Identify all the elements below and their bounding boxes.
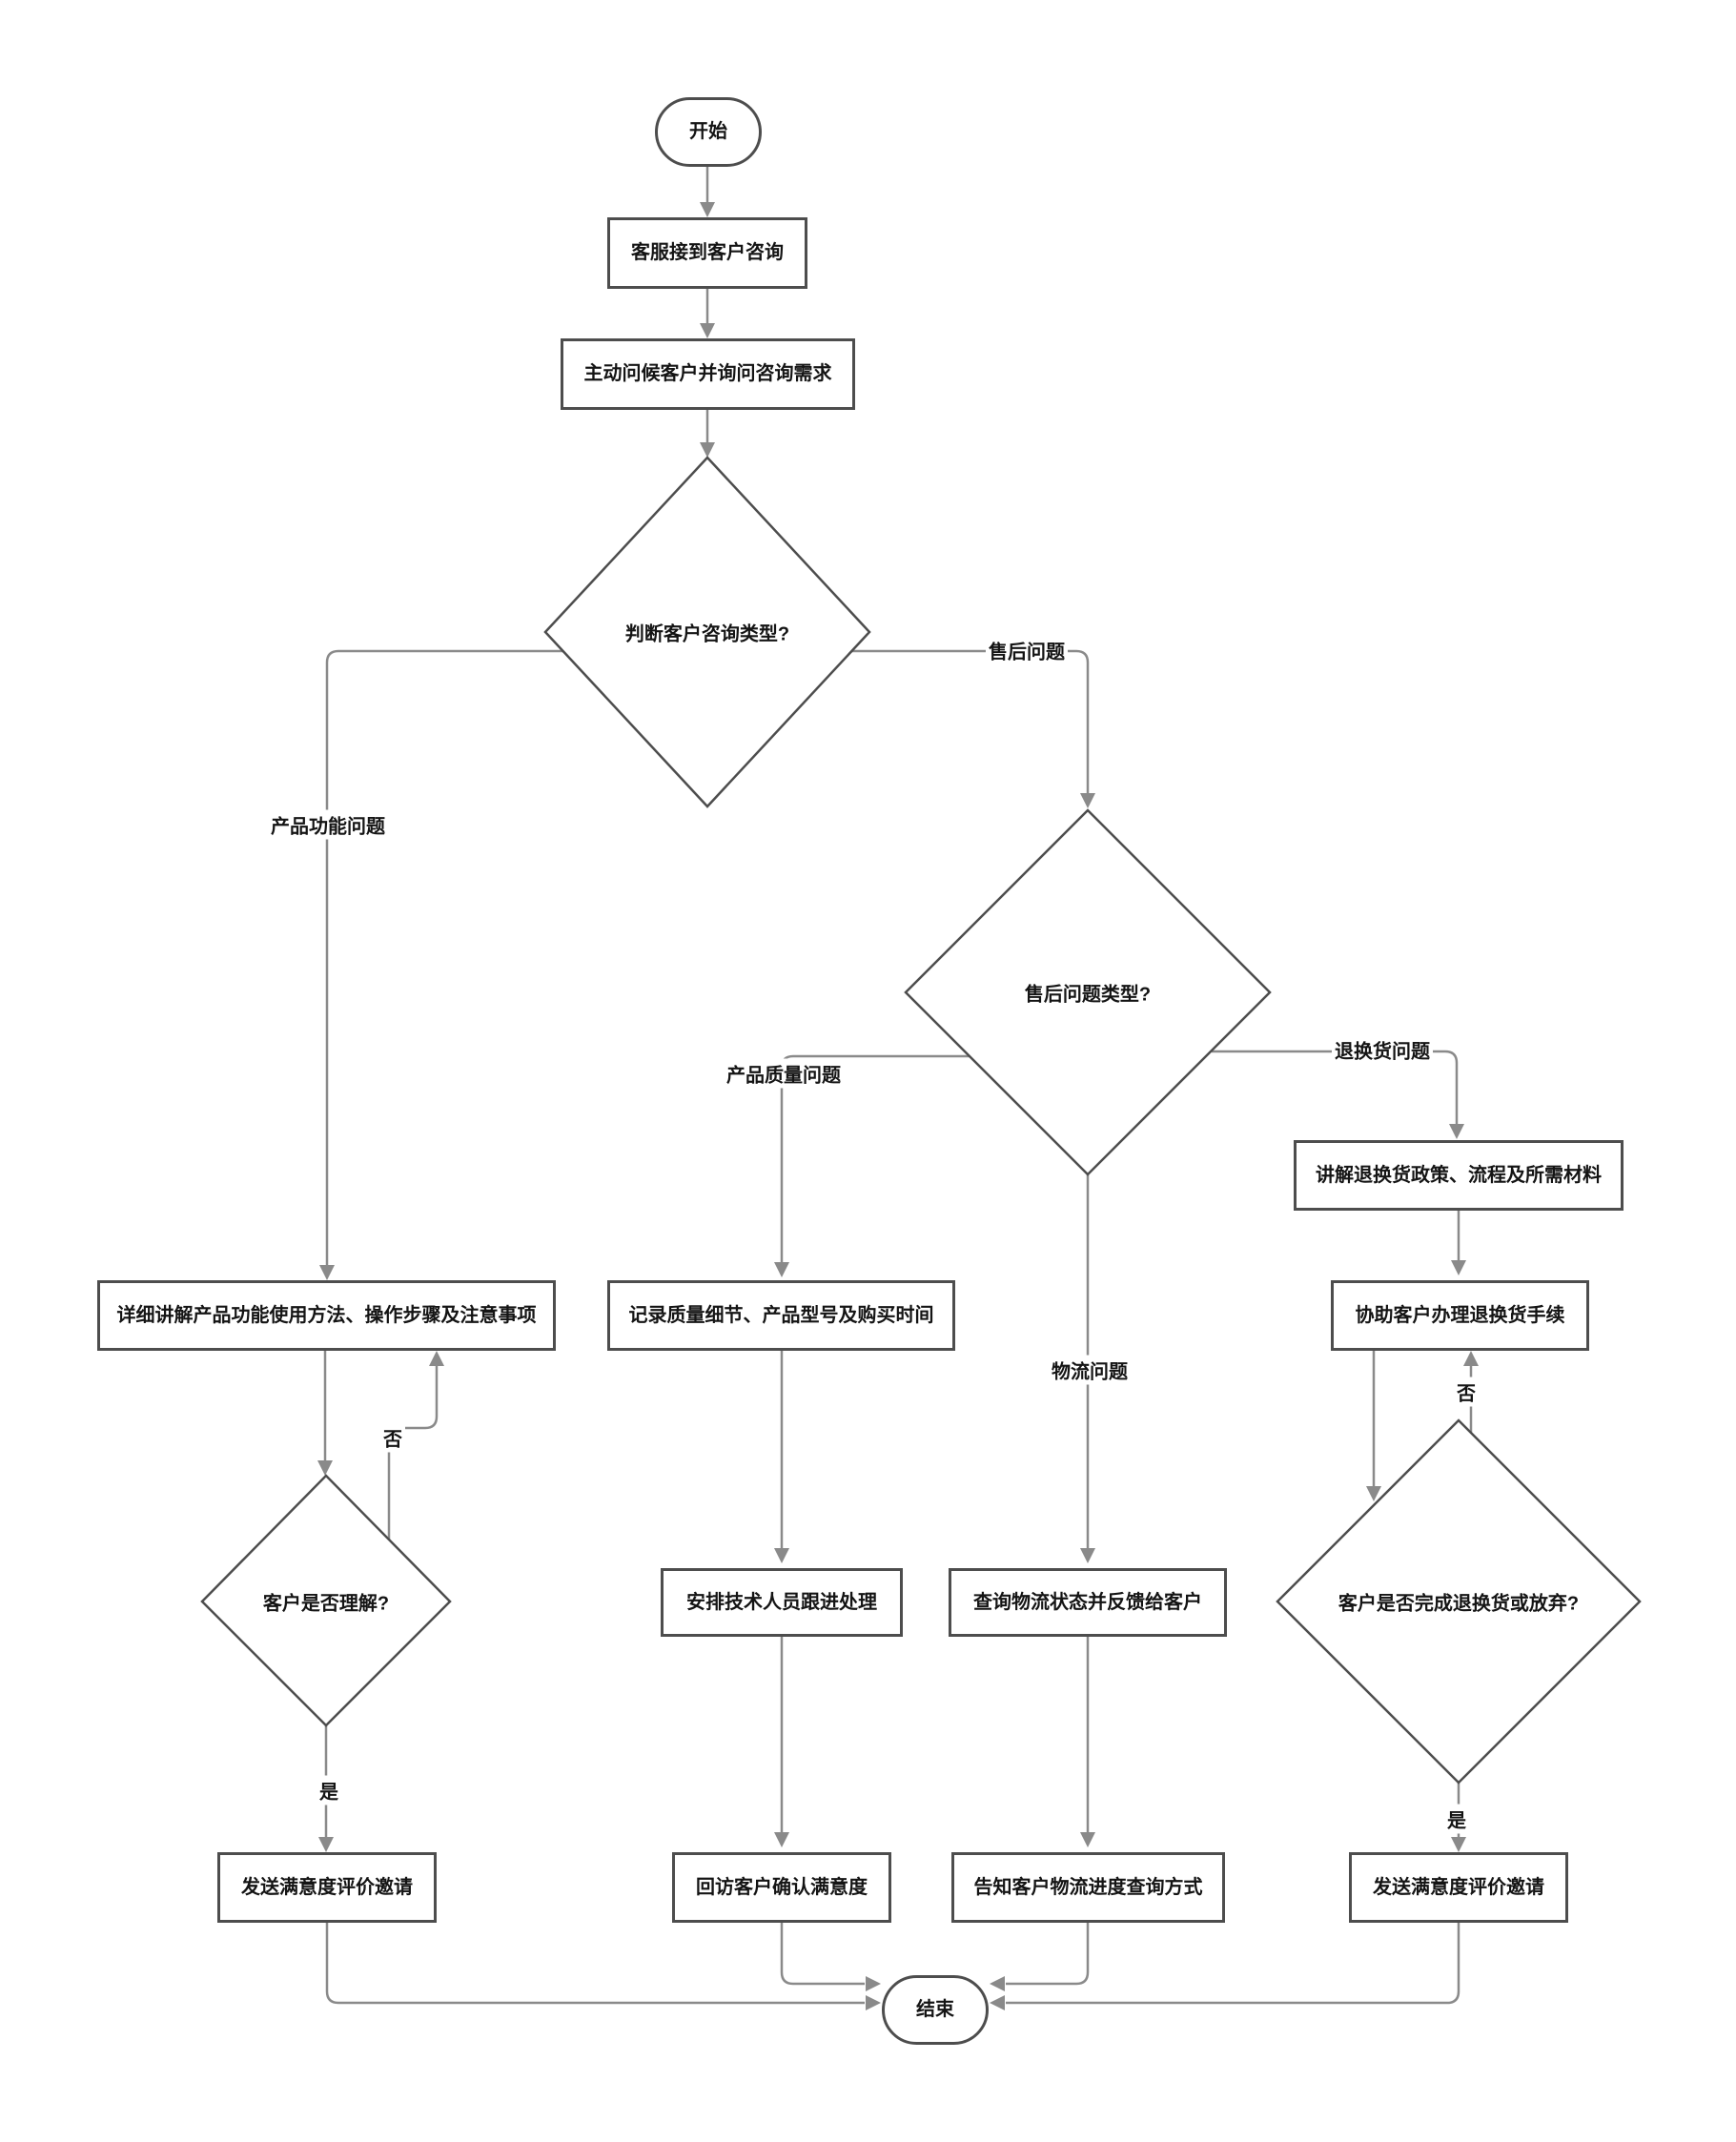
decision-return-done-shape bbox=[1276, 1418, 1642, 1785]
process-send-invite-left: 发送满意度评价邀请 bbox=[217, 1852, 437, 1923]
connector-aftersales-to-return-policy bbox=[1212, 1050, 1464, 1139]
connector-invite-right-to-end bbox=[990, 1923, 1460, 2010]
decision-aftersales-type-shape bbox=[904, 808, 1272, 1176]
process-record-quality-details: 记录质量细节、产品型号及购买时间 bbox=[607, 1280, 955, 1351]
process-explain-product-usage: 详细讲解产品功能使用方法、操作步骤及注意事项 bbox=[97, 1280, 556, 1351]
connector-greet-to-judge bbox=[700, 410, 715, 458]
decision-inquiry-type-label: 判断客户咨询类型? bbox=[624, 623, 790, 645]
connector-assist-to-return-decision bbox=[1366, 1351, 1381, 1501]
connector-policy-to-assist bbox=[1451, 1211, 1466, 1275]
edge-label-return-exchange-issue: 退换货问题 bbox=[1332, 1034, 1433, 1065]
connector-followup-to-end bbox=[780, 1923, 881, 1991]
process-greet-customer: 主动问候客户并询问咨询需求 bbox=[561, 338, 855, 410]
connector-aftersales-to-record-quality bbox=[774, 1054, 970, 1277]
connector-start-to-receive bbox=[700, 167, 715, 217]
connector-technician-to-followup bbox=[774, 1637, 789, 1847]
connector-explain-usage-to-understands bbox=[317, 1351, 333, 1476]
decision-return-done-label: 客户是否完成退换货或放弃? bbox=[1338, 1593, 1580, 1615]
process-assign-technician: 安排技术人员跟进处理 bbox=[661, 1568, 903, 1637]
process-explain-return-policy: 讲解退换货政策、流程及所需材料 bbox=[1294, 1140, 1624, 1211]
process-inform-logistics-tracking: 告知客户物流进度查询方式 bbox=[951, 1852, 1225, 1923]
connector-check-logistics-to-inform bbox=[1080, 1637, 1095, 1847]
edge-label-product-quality-issue: 产品质量问题 bbox=[724, 1058, 844, 1089]
edge-label-return-yes: 是 bbox=[1444, 1804, 1469, 1834]
edge-label-understand-yes: 是 bbox=[317, 1775, 341, 1805]
connector-receive-to-greet bbox=[700, 289, 715, 338]
edge-label-understand-no: 否 bbox=[380, 1422, 405, 1453]
decision-inquiry-type-shape bbox=[543, 456, 871, 808]
process-check-logistics: 查询物流状态并反馈给客户 bbox=[949, 1568, 1227, 1637]
edge-label-return-no: 否 bbox=[1454, 1377, 1479, 1407]
start-node: 开始 bbox=[655, 97, 762, 167]
connector-judge-to-explain-usage bbox=[319, 649, 563, 1280]
edge-label-product-function-issue: 产品功能问题 bbox=[268, 809, 388, 840]
connector-invite-left-to-end bbox=[325, 1923, 881, 2010]
process-send-invite-right: 发送满意度评价邀请 bbox=[1349, 1852, 1568, 1923]
decision-customer-understands-label: 客户是否理解? bbox=[262, 1593, 390, 1615]
process-follow-up-visit: 回访客户确认满意度 bbox=[672, 1852, 891, 1923]
decision-aftersales-type-label: 售后问题类型? bbox=[1024, 984, 1152, 1006]
process-receive-inquiry: 客服接到客户咨询 bbox=[607, 217, 807, 289]
connector-inform-tracking-to-end bbox=[990, 1923, 1090, 1991]
process-assist-return: 协助客户办理退换货手续 bbox=[1331, 1280, 1589, 1351]
decision-customer-understands-shape bbox=[200, 1474, 452, 1727]
edge-label-aftersales-issue: 售后问题 bbox=[986, 635, 1068, 665]
end-node: 结束 bbox=[882, 1975, 989, 2045]
connector-judge-to-aftersales-type bbox=[851, 649, 1095, 808]
edge-label-logistics-issue: 物流问题 bbox=[1049, 1355, 1131, 1385]
connector-record-to-technician bbox=[774, 1351, 789, 1563]
